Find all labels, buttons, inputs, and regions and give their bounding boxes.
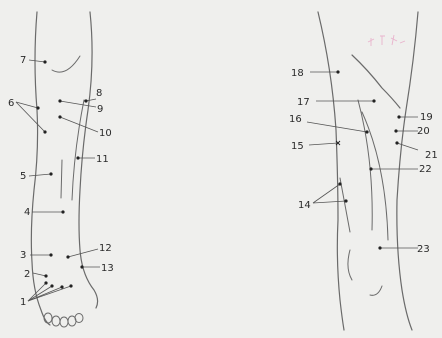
label-5: 5 [20, 171, 26, 182]
number-labels: 7 6 8 9 10 11 5 4 3 12 13 2 1 18 17 16 1… [8, 55, 438, 308]
right-left-stroke [340, 178, 350, 232]
point-12 [66, 255, 69, 258]
right-leg-back-outline [318, 12, 344, 330]
left-mid-line [61, 160, 62, 198]
label-8: 8 [96, 88, 102, 99]
label-21: 21 [425, 150, 438, 161]
label-1: 1 [20, 297, 26, 308]
point-1d [69, 284, 72, 287]
point-7 [43, 60, 46, 63]
label-17: 17 [297, 97, 310, 108]
point-22 [369, 167, 372, 170]
point-2 [44, 274, 47, 277]
point-3 [49, 253, 52, 256]
point-17 [372, 99, 375, 102]
point-9 [58, 99, 61, 102]
left-shin-line [72, 100, 84, 200]
point-20 [394, 129, 397, 132]
right-leg-front-outline [397, 12, 418, 330]
right-heel-curve [370, 286, 382, 295]
left-knee-cap-curve [52, 56, 80, 72]
point-11 [76, 156, 79, 159]
point-18 [336, 70, 339, 73]
label-13: 13 [101, 263, 114, 274]
point-6a [36, 106, 39, 109]
label-18: 18 [291, 68, 304, 79]
point-1b [50, 284, 53, 287]
point-8 [84, 99, 87, 102]
point-4 [61, 210, 64, 213]
left-leg-figure [31, 12, 97, 325]
point-16 [365, 130, 368, 133]
point-21 [395, 141, 398, 144]
label-4: 4 [24, 207, 30, 218]
label-14: 14 [298, 200, 311, 211]
leader-lines [16, 60, 418, 301]
label-6: 6 [8, 98, 14, 109]
point-6b [43, 130, 46, 133]
watermark-scribble [368, 35, 405, 46]
label-10: 10 [99, 128, 112, 139]
left-leg-outer-outline [31, 12, 50, 325]
label-20: 20 [417, 126, 430, 137]
point-5 [49, 172, 52, 175]
point-13 [80, 265, 83, 268]
label-11: 11 [96, 154, 109, 165]
label-9: 9 [97, 104, 103, 115]
label-2: 2 [24, 269, 30, 280]
point-14a [338, 182, 341, 185]
point-14b [344, 199, 347, 202]
label-19: 19 [420, 112, 433, 123]
point-10 [58, 115, 61, 118]
right-leg-figure [318, 12, 418, 330]
label-23: 23 [417, 244, 430, 255]
point-1c [60, 285, 63, 288]
acupoints [36, 60, 400, 288]
label-3: 3 [20, 250, 26, 261]
point-23 [378, 246, 381, 249]
point-1a [44, 281, 47, 284]
left-leg-inner-outline [79, 12, 98, 308]
label-15: 15 [291, 141, 304, 152]
right-knee-curve [352, 55, 400, 108]
label-22: 22 [419, 164, 432, 175]
right-ankle-curve [348, 250, 352, 280]
label-16: 16 [289, 114, 302, 125]
label-7: 7 [20, 55, 26, 66]
label-12: 12 [99, 243, 112, 254]
point-19 [397, 115, 400, 118]
